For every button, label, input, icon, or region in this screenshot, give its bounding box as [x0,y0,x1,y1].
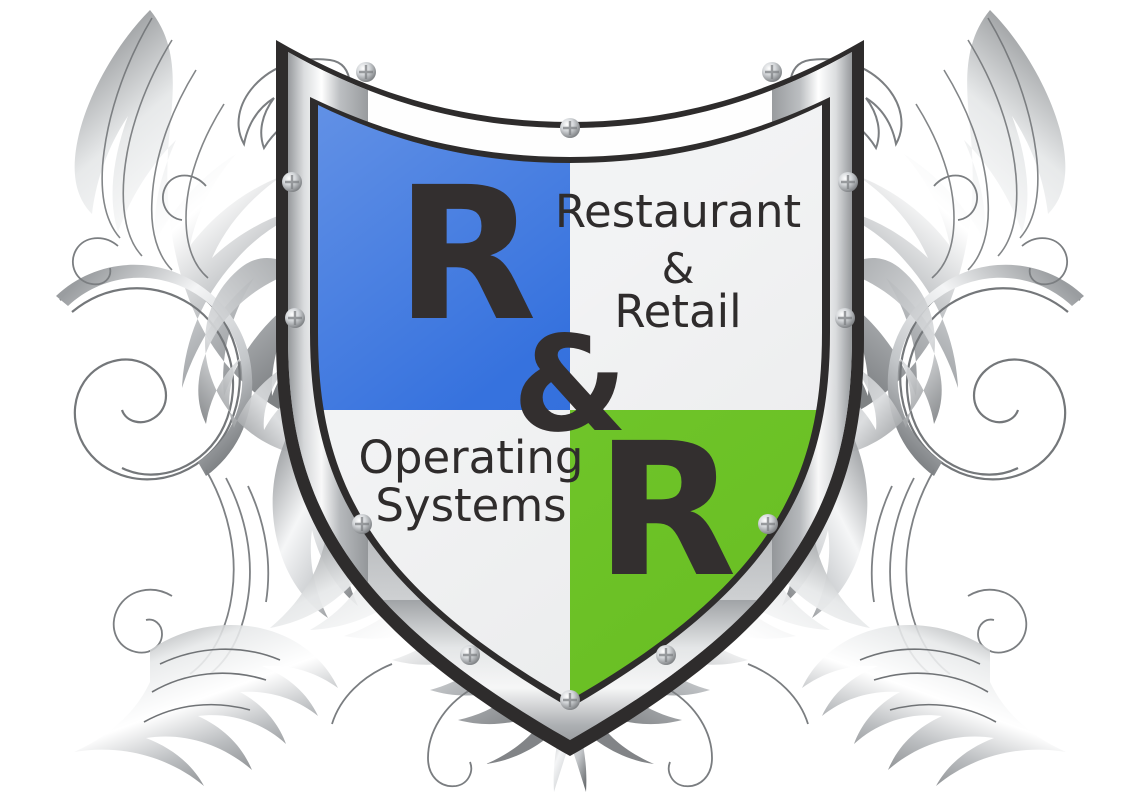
rivet [656,645,676,665]
label-systems: Systems [375,479,566,532]
label-operating: Operating [359,431,584,484]
rivet [352,514,372,534]
rivet [835,308,855,328]
rivet [762,62,782,82]
rivet [282,172,302,192]
rivet [758,514,778,534]
label-restaurant: Restaurant [555,185,801,238]
center-ampersand: & [512,308,627,462]
letter-r-green: R [595,404,737,618]
letter-r-blue: R [395,148,537,362]
rivet [838,172,858,192]
rivet-group [282,62,858,710]
rivet [460,645,480,665]
label-ampersand-small: & [662,244,695,293]
label-retail: Retail [614,285,741,338]
rivet [356,62,376,82]
rivet [285,308,305,328]
rivet [560,118,580,138]
rivet [560,690,580,710]
